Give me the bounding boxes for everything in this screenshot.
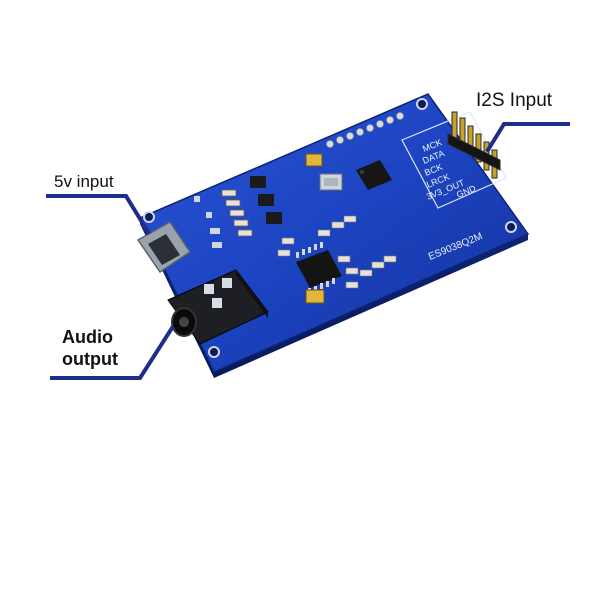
input-ic bbox=[356, 160, 392, 190]
smd-components-center bbox=[277, 215, 397, 289]
crystal-oscillator bbox=[319, 173, 343, 191]
tantalum-capacitors bbox=[305, 153, 325, 304]
header-pins bbox=[447, 111, 501, 179]
pin-label-frame bbox=[401, 111, 507, 209]
usb-c-connector bbox=[136, 221, 192, 274]
dac-chip bbox=[296, 242, 342, 294]
audio-jack bbox=[167, 269, 269, 345]
callout-lines bbox=[46, 122, 570, 380]
callout-line-5v bbox=[46, 194, 151, 235]
callout-audio-output-line2: output bbox=[62, 349, 118, 369]
header-pads-top bbox=[326, 112, 404, 148]
callout-audio-output-line1: Audio bbox=[62, 327, 113, 347]
callout-i2s-input: I2S Input bbox=[476, 90, 553, 111]
smd-components-left bbox=[194, 176, 282, 248]
callout-line-i2s bbox=[485, 122, 570, 153]
callout-line-audio bbox=[50, 325, 175, 380]
mounting-holes bbox=[143, 98, 517, 358]
pin-labels: MCK DATA BCK LRCK 3V3_OUT GND bbox=[421, 137, 478, 202]
callout-audio-output: Audio output bbox=[62, 326, 118, 370]
callout-5v-input: 5v input bbox=[54, 172, 114, 191]
